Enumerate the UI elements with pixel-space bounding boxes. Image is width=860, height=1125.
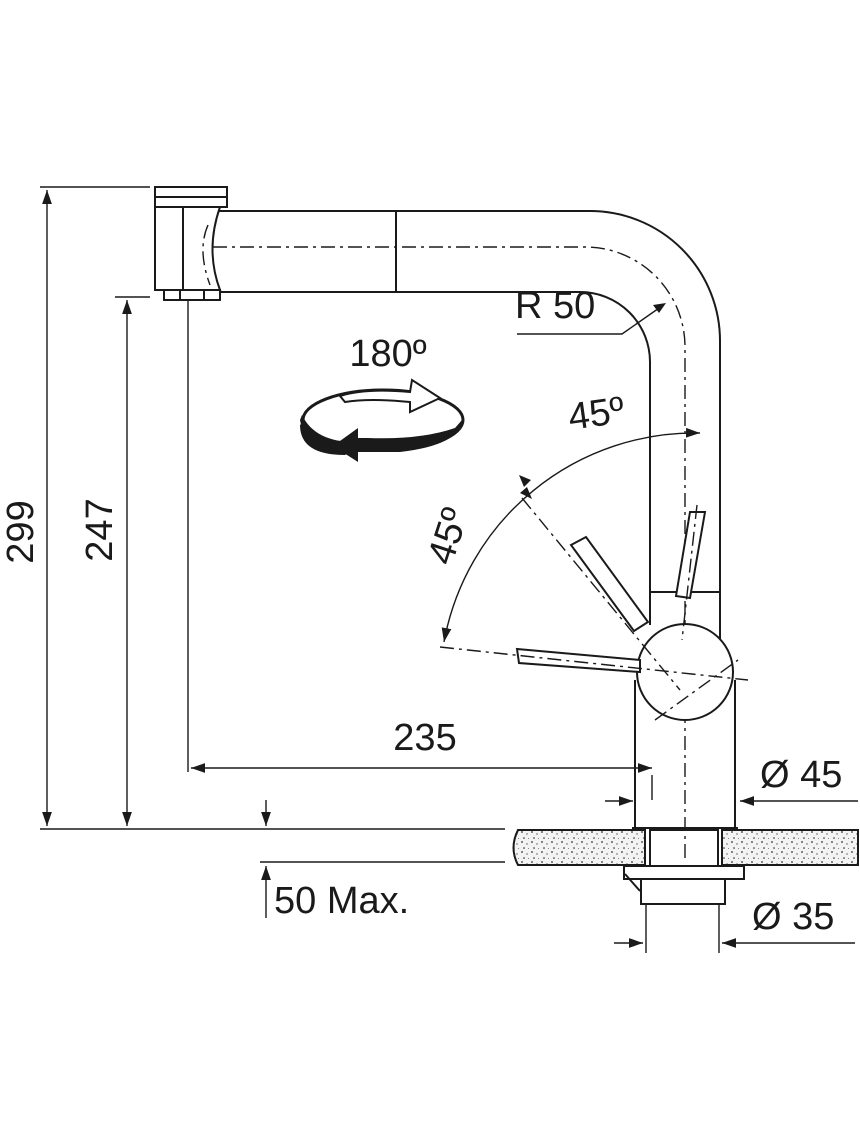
dimension-235-label: 235 (393, 717, 456, 759)
dimension-body-diameter: Ø 45 (605, 754, 858, 806)
dimension-total-height: 299 (0, 190, 52, 826)
dimension-247-label: 247 (79, 498, 121, 561)
radius-label: R 50 (515, 285, 595, 327)
dimension-reach: 235 (191, 717, 652, 773)
angle-upper-label: 45º (566, 389, 628, 438)
rotation-indicator: 180º (300, 333, 465, 462)
radius-callout: R 50 (515, 285, 666, 335)
rotation-label: 180º (349, 333, 426, 375)
lever-position-vertical (674, 504, 707, 641)
dimension-50-max-label: 50 Max. (274, 880, 409, 922)
dimension-299-label: 299 (0, 500, 42, 563)
dimension-d35-label: Ø 35 (752, 896, 834, 938)
dimension-max-thickness: 50 Max. (261, 800, 409, 922)
rotation-arrow-icon (300, 378, 465, 462)
mounting-shank (623, 829, 745, 905)
mixer-lever (439, 497, 749, 721)
spray-head (154, 186, 228, 301)
spout-tube (186, 210, 721, 860)
extension-lines (40, 186, 653, 863)
dimension-spout-height: 247 (79, 300, 132, 826)
dimension-hole-diameter: Ø 35 (614, 896, 855, 953)
lever-position-horizontal (439, 646, 749, 681)
angle-lower-label: 45º (420, 503, 477, 569)
dimension-d45-label: Ø 45 (760, 754, 842, 796)
